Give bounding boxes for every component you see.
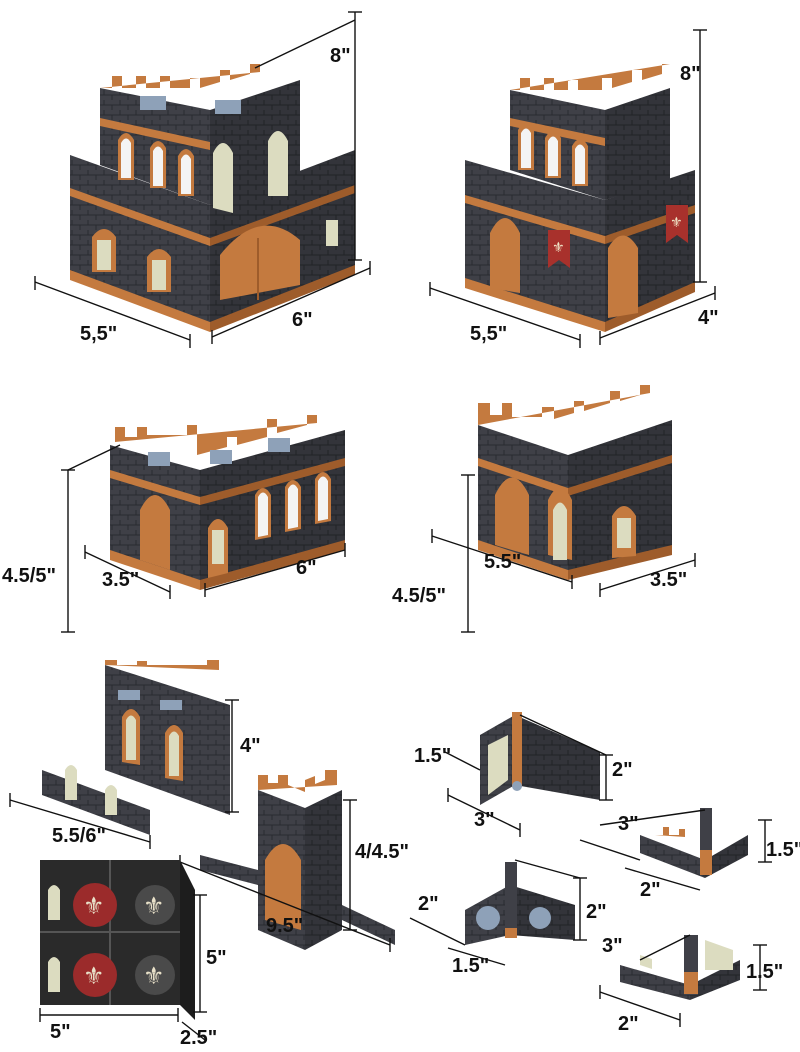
p2-height-label: 8" — [680, 63, 701, 85]
dimension-lines-p7: 1.5" 2" 3" — [414, 714, 633, 837]
p6-width-label: 5" — [50, 1021, 71, 1043]
dimension-lines-p5: 4" 5.5/6" 4/4.5" 9.5" — [9, 699, 409, 952]
p1-depth-label: 6" — [292, 309, 313, 331]
p10-a-label: 3" — [602, 935, 623, 957]
corner-piece-a — [480, 712, 600, 805]
dimension-lines-p1: 5,5" 6" 8" — [34, 11, 371, 348]
p8-a-label: 3" — [618, 813, 639, 835]
svg-text:⚜: ⚜ — [552, 240, 565, 256]
p2-depth-label: 4" — [698, 307, 719, 329]
p7-c-label: 2" — [612, 759, 633, 781]
wall-sections-and-tower — [42, 660, 395, 950]
p5-wall-height-label: 4" — [240, 735, 261, 757]
p7-a-label: 1.5" — [414, 745, 451, 767]
corner-piece-b — [640, 808, 748, 878]
p5-wall-width-label: 5.5/6" — [52, 825, 106, 847]
corner-piece-c — [465, 862, 575, 945]
dimension-lines-p4: 4.5/5" 5.5" 3.5" — [392, 474, 696, 633]
p3-height-label: 4.5/5" — [2, 565, 56, 587]
p5-tower-width-label: 9.5" — [266, 915, 303, 937]
p8-b-label: 2" — [640, 879, 661, 901]
storage-box: ⚜ ⚜ ⚜ ⚜ — [40, 860, 195, 1020]
corner-piece-d — [620, 935, 740, 1000]
p9-a-label: 2" — [418, 893, 439, 915]
p8-c-label: 1.5" — [766, 839, 800, 861]
dimension-lines-p3: 4.5/5" 3.5" 6" — [2, 444, 346, 633]
dimension-lines-p8: 3" 1.5" 2" — [579, 809, 800, 901]
p4-width-label: 5.5" — [484, 551, 521, 573]
ruin-chapel-large — [70, 64, 355, 332]
svg-text:⚜: ⚜ — [143, 962, 165, 990]
svg-text:⚜: ⚜ — [83, 892, 105, 920]
p4-depth-label: 3.5" — [650, 569, 687, 591]
dimension-lines-p10: 3" 1.5" 2" — [599, 934, 783, 1035]
svg-text:⚜: ⚜ — [670, 215, 683, 231]
ruin-chapel-statue — [478, 385, 672, 580]
p2-width-label: 5,5" — [470, 323, 507, 345]
p5-tower-height-label: 4/4.5" — [355, 841, 409, 863]
p9-c-label: 2" — [586, 901, 607, 923]
p10-b-label: 2" — [618, 1013, 639, 1035]
p7-b-label: 3" — [474, 809, 495, 831]
svg-text:⚜: ⚜ — [83, 962, 105, 990]
p6-height-label: 5" — [206, 947, 227, 969]
p1-height-label: 8" — [330, 45, 351, 67]
p10-c-label: 1.5" — [746, 961, 783, 983]
p3-depth-label: 6" — [296, 557, 317, 579]
ruin-hall-long — [110, 415, 345, 590]
ruin-chapel-banners: ⚜ ⚜ — [465, 64, 695, 332]
dimension-lines-p6: 5" 5" 2.5" — [39, 894, 227, 1049]
p1-width-label: 5,5" — [80, 323, 117, 345]
p3-width-label: 3.5" — [102, 569, 139, 591]
p6-depth-label: 2.5" — [180, 1027, 217, 1049]
dimension-lines-p9: 2" 2" 1.5" — [409, 859, 607, 977]
dimension-lines-p2: 5,5" 4" 8" — [429, 29, 719, 348]
p9-b-label: 1.5" — [452, 955, 489, 977]
p4-height-label: 4.5/5" — [392, 585, 446, 607]
svg-text:⚜: ⚜ — [143, 892, 165, 920]
